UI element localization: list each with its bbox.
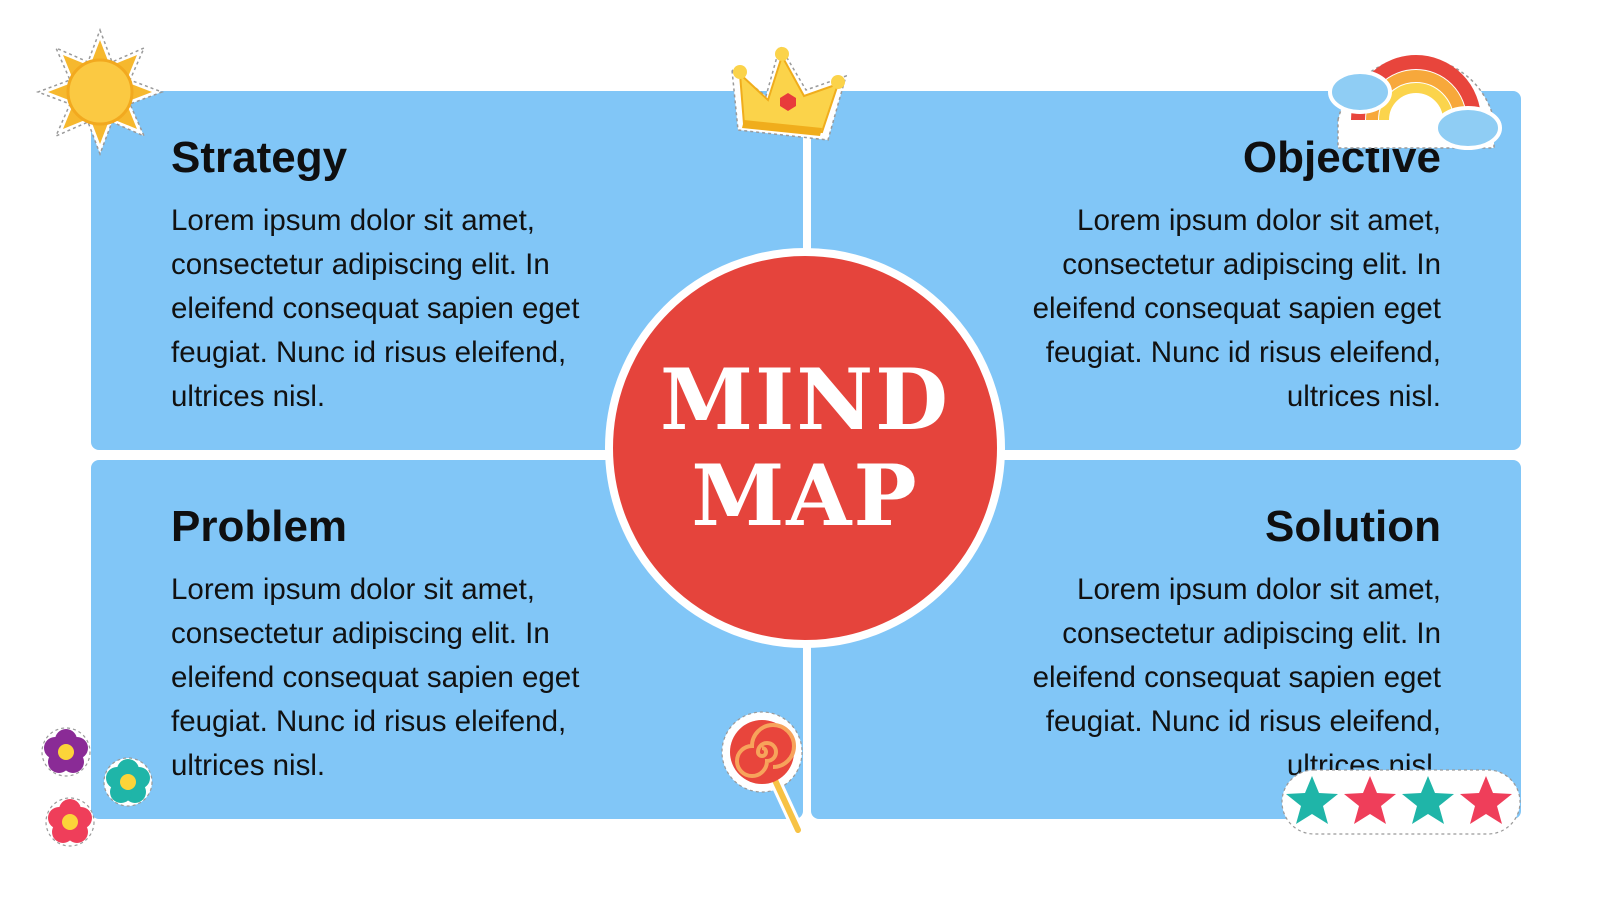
strategy-text: Lorem ipsum dolor sit amet, consectetur …: [171, 204, 580, 413]
crown-icon: [731, 44, 848, 141]
center-title-line2: MAP: [691, 446, 919, 545]
lollipop-icon: [721, 711, 804, 836]
quadrant-problem: Problem Lorem ipsum dolor sit amet, cons…: [91, 460, 803, 819]
quadrant-strategy: Strategy Lorem ipsum dolor sit amet, con…: [91, 91, 803, 450]
stars-icon: [1281, 769, 1521, 835]
solution-heading: Solution: [1265, 502, 1441, 551]
center-title-line1: MIND: [660, 350, 950, 449]
rainbow-icon: [1328, 55, 1502, 150]
strategy-heading: Strategy: [171, 133, 348, 182]
problem-text: Lorem ipsum dolor sit amet, consectetur …: [171, 573, 580, 782]
mind-map-center: MIND MAP: [605, 248, 1005, 648]
problem-heading: Problem: [171, 502, 348, 551]
sun-icon: [35, 27, 165, 157]
objective-text: Lorem ipsum dolor sit amet, consectetur …: [1032, 204, 1441, 413]
flowers-icon: [41, 727, 153, 847]
solution-text: Lorem ipsum dolor sit amet, consectetur …: [1032, 573, 1441, 782]
